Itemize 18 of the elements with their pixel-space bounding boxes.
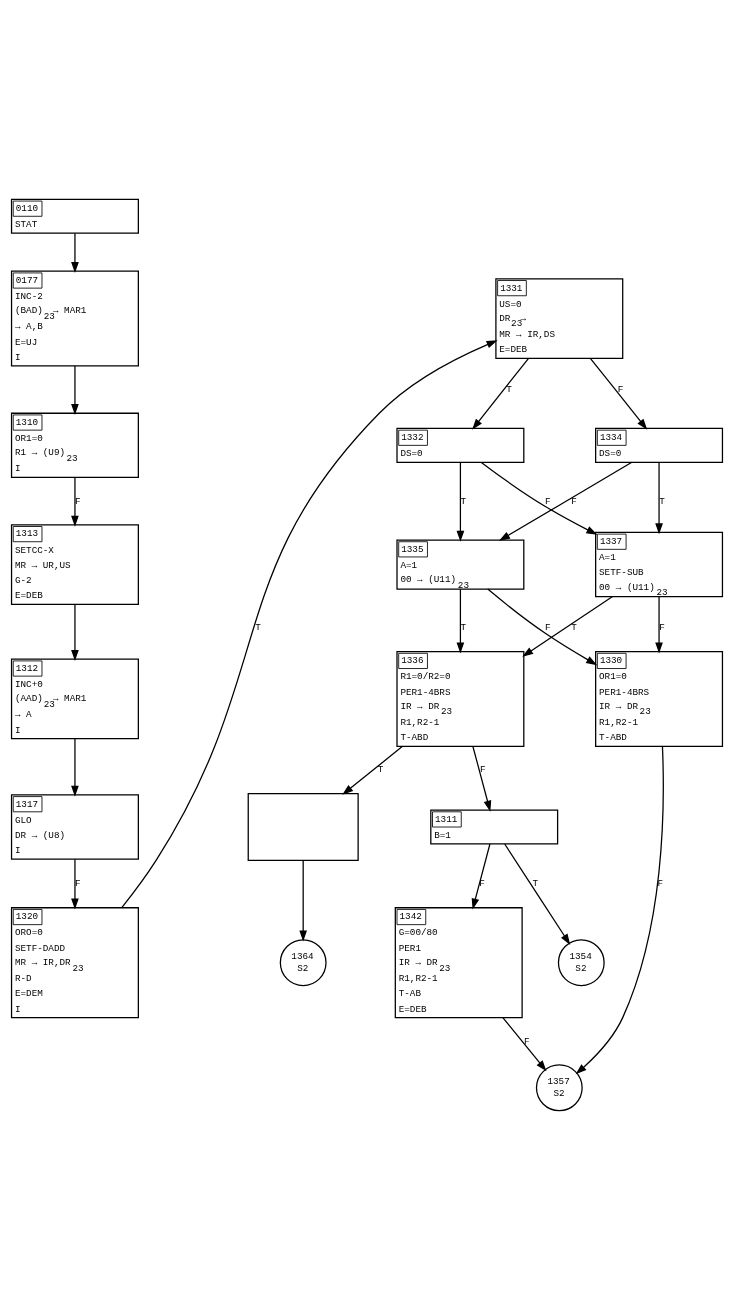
edge-label: F xyxy=(571,495,577,507)
edge-label: T xyxy=(571,621,577,633)
edge-label: T xyxy=(377,763,384,775)
edge-label: F xyxy=(75,495,81,507)
edge-label: T xyxy=(255,621,261,633)
edge-label: T xyxy=(460,495,467,507)
edge-label: F xyxy=(659,621,665,633)
edge-label: F xyxy=(545,495,551,507)
edge-label: F xyxy=(75,877,81,889)
edge-label: F xyxy=(545,621,551,633)
edge-label: T xyxy=(532,877,538,889)
edge-label: F xyxy=(479,877,485,889)
edge-label: T xyxy=(506,383,512,395)
edge-label: F xyxy=(657,877,664,889)
edge-label: F xyxy=(523,1035,530,1047)
edge-label: F xyxy=(480,763,486,775)
edge-label: T xyxy=(460,621,467,633)
edge-label: F xyxy=(617,383,624,395)
